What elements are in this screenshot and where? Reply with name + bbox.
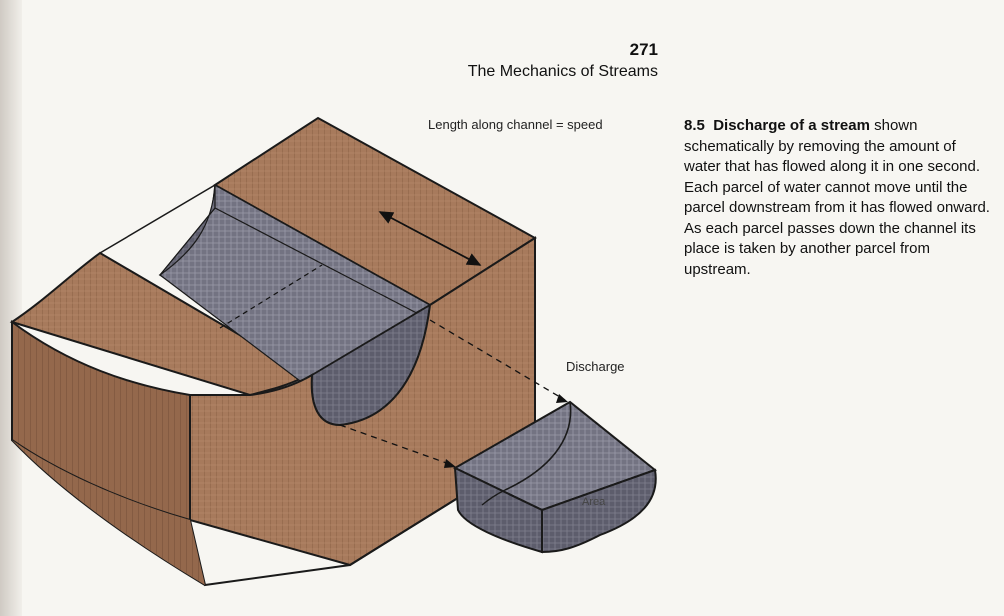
projection-line-lower (339, 424, 453, 466)
block-side-face (189, 236, 536, 567)
left-bank-top (9, 251, 311, 397)
projection-line-upper (429, 319, 566, 401)
page-edge-shadow (0, 0, 22, 616)
upstream-water-face (159, 184, 216, 276)
figure-caption: 8.5 Discharge of a stream shown schemati… (684, 116, 990, 280)
caption-text: shown schematically by removing the amou… (684, 117, 990, 278)
figure-number: 8.5 (684, 117, 705, 134)
area-label: Area (582, 496, 606, 508)
channel-centre-dashed (219, 264, 323, 329)
discharge-label: Discharge (566, 359, 625, 374)
discharge-parcel-end (541, 468, 657, 554)
discharge-parcel-inner-curve (504, 401, 572, 491)
length-along-channel-label: Length along channel = speed (428, 117, 603, 132)
figure-title: Discharge of a stream (713, 117, 870, 134)
running-head: The Mechanics of Streams (467, 63, 658, 80)
page-number: 271 (629, 40, 658, 59)
